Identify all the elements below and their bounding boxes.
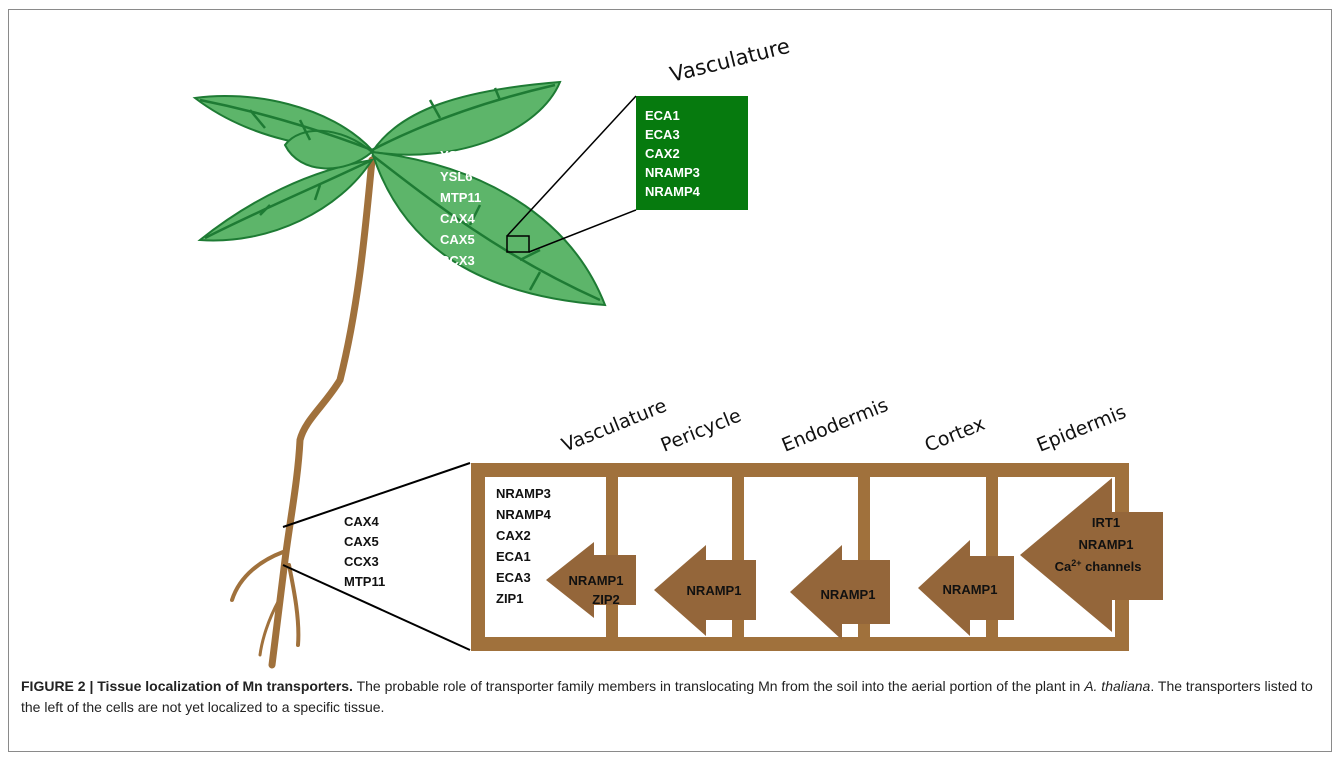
leaf-transporter: MTP11 bbox=[440, 190, 481, 205]
root-vasculature-transporter: ECA3 bbox=[496, 570, 531, 585]
vasculature-transporter: CAX2 bbox=[645, 146, 680, 161]
arrow-cortex bbox=[918, 540, 1014, 636]
root-transporter: CAX4 bbox=[344, 514, 379, 529]
arrow-endodermis bbox=[790, 545, 890, 640]
root-vasculature-list: NRAMP3 NRAMP4 CAX2 ECA1 ECA3 ZIP1 bbox=[496, 486, 552, 606]
arrow-epidermis bbox=[1020, 478, 1163, 632]
leaf-vasculature-list: ECA1 ECA3 CAX2 NRAMP3 NRAMP4 bbox=[645, 108, 701, 199]
ca-text: Ca bbox=[1055, 559, 1072, 574]
leaf-zoom-box bbox=[506, 235, 530, 253]
leaf-upper-right bbox=[370, 80, 562, 156]
root-zoom-line bbox=[282, 462, 471, 528]
arrow-pericycle bbox=[654, 545, 756, 636]
leaf-right-large bbox=[370, 150, 607, 307]
arrow-label: ZIP2 bbox=[592, 592, 619, 607]
leaf-transporter: YSL4 bbox=[440, 148, 473, 163]
zoom-line bbox=[528, 209, 637, 253]
root-vasculature-transporter: ECA1 bbox=[496, 549, 531, 564]
leaf-center bbox=[283, 129, 374, 170]
arrow-label: IRT1 bbox=[1092, 515, 1120, 530]
plant-diagram: YSL4 YSL6 MTP11 CAX4 CAX5 CCX3 ECA1 ECA3… bbox=[192, 33, 1163, 669]
root-vasculature-transporter: ZIP1 bbox=[496, 591, 523, 606]
plant-stem bbox=[230, 156, 376, 669]
channels-text: channels bbox=[1081, 559, 1141, 574]
root-unlocalized-list: CAX4 CAX5 CCX3 MTP11 bbox=[344, 514, 385, 589]
arrow-label: NRAMP1 bbox=[821, 587, 876, 602]
vasculature-transporter: ECA3 bbox=[645, 127, 680, 142]
uptake-arrows bbox=[546, 478, 1163, 640]
root-transporter: CCX3 bbox=[344, 554, 379, 569]
ca-superscript: 2+ bbox=[1071, 558, 1081, 568]
root-vasculature-transporter: CAX2 bbox=[496, 528, 531, 543]
root-vasculature-transporter: NRAMP4 bbox=[496, 507, 552, 522]
arrow-label: NRAMP1 bbox=[687, 583, 742, 598]
zoom-line bbox=[506, 95, 637, 237]
leaf-transporter: CCX3 bbox=[440, 253, 475, 268]
root-transporter: MTP11 bbox=[344, 574, 385, 589]
leaf-transporter: YSL6 bbox=[440, 169, 473, 184]
caption-text: The probable role of transporter family … bbox=[352, 678, 1085, 694]
leaf-transporter: CAX4 bbox=[440, 211, 475, 226]
arrow-vasculature bbox=[546, 542, 636, 618]
figure-caption: FIGURE 2 | Tissue localization of Mn tra… bbox=[21, 676, 1321, 718]
arrow-label: NRAMP1 bbox=[569, 573, 624, 588]
arrow-label: NRAMP1 bbox=[943, 582, 998, 597]
leaf-veins bbox=[199, 83, 601, 302]
leaf-transporter: CAX5 bbox=[440, 232, 475, 247]
arrow-label: NRAMP1 bbox=[1079, 537, 1134, 552]
root-zoom-line bbox=[282, 564, 471, 651]
arrow-labels: NRAMP1 ZIP2 NRAMP1 NRAMP1 NRAMP1 IRT1 NR… bbox=[569, 515, 1142, 607]
vasculature-transporter: NRAMP4 bbox=[645, 184, 701, 199]
caption-text-end: . The transporters listed to the left of… bbox=[21, 678, 1313, 715]
root-vasculature-transporter: NRAMP3 bbox=[496, 486, 551, 501]
root-transporter: CAX5 bbox=[344, 534, 379, 549]
vasculature-transporter: ECA1 bbox=[645, 108, 680, 123]
caption-species: A. thaliana bbox=[1084, 678, 1151, 694]
leaf-vasculature-box bbox=[636, 96, 748, 210]
leaf-transporter-list: YSL4 YSL6 MTP11 CAX4 CAX5 CCX3 bbox=[440, 148, 481, 268]
vasculature-transporter: NRAMP3 bbox=[645, 165, 700, 180]
arrow-label: Ca2+ channels bbox=[1055, 558, 1142, 574]
caption-label: FIGURE 2 | Tissue localization of Mn tra… bbox=[21, 678, 353, 694]
